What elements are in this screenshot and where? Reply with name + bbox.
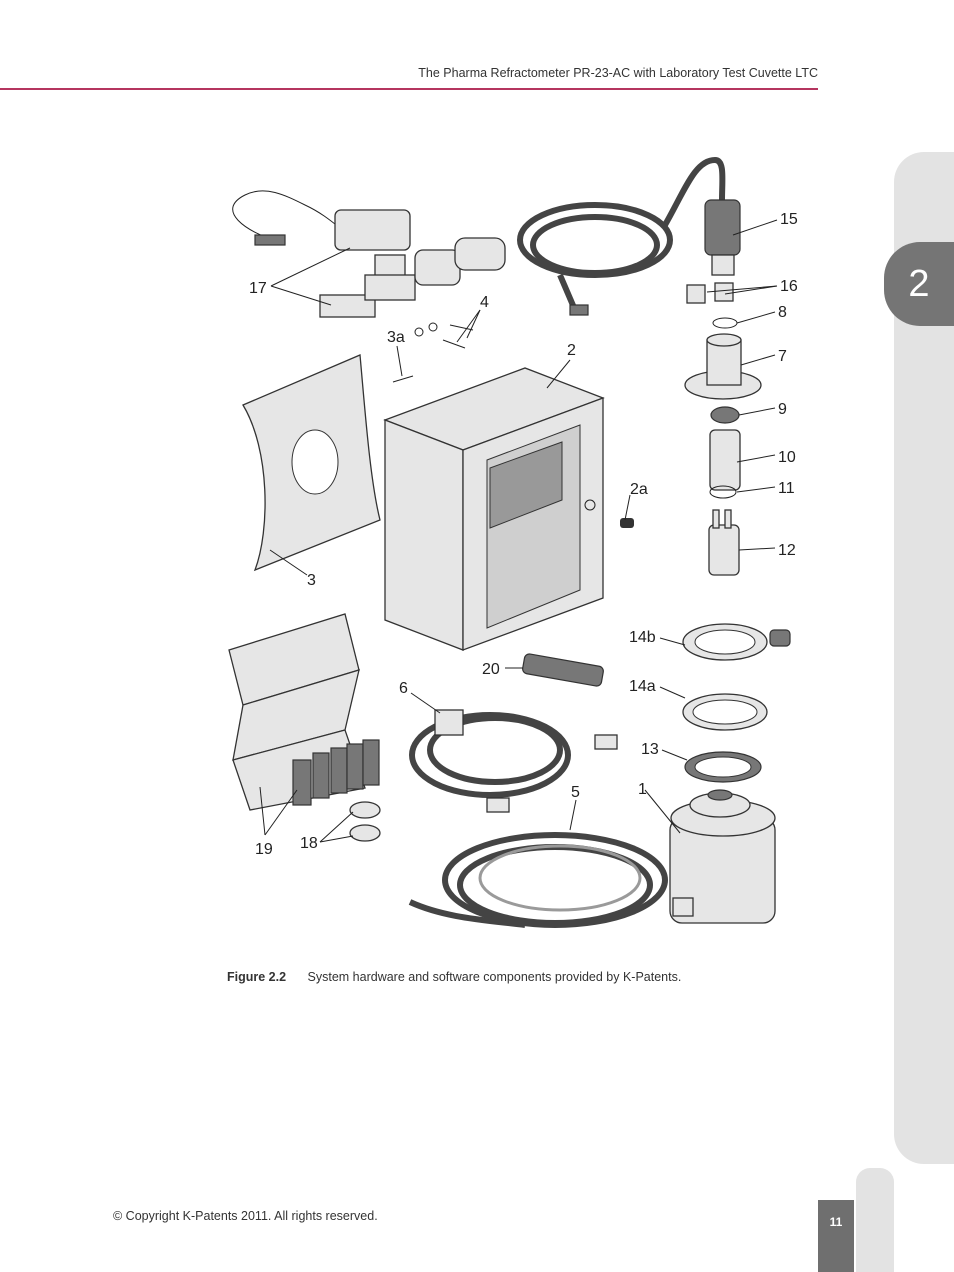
callout-12: 12 <box>778 542 796 559</box>
ethernet-cable-drawing <box>409 709 618 813</box>
callout-14b: 14b <box>629 629 656 646</box>
callout-4: 4 <box>480 294 489 311</box>
callout-3: 3 <box>307 572 316 589</box>
callout-8: 8 <box>778 304 787 321</box>
callout-13: 13 <box>641 741 659 758</box>
footer-copyright: © Copyright K-Patents 2011. All rights r… <box>113 1209 378 1223</box>
callout-10: 10 <box>778 449 796 466</box>
page-tab-decor <box>856 1168 894 1272</box>
callout-20: 20 <box>482 661 500 678</box>
callout-1: 1 <box>638 781 647 798</box>
callout-16: 16 <box>780 278 798 295</box>
flange-drawing <box>684 333 762 400</box>
callout-19: 19 <box>255 841 273 858</box>
sensor-cable-drawing <box>517 156 726 316</box>
figure-caption-text: System hardware and software components … <box>307 970 682 984</box>
callout-2a: 2a <box>630 481 648 498</box>
callout-2: 2 <box>567 342 576 359</box>
leader-lines <box>259 219 778 843</box>
page-number: 11 <box>818 1200 854 1272</box>
sensor-cable-5-drawing <box>408 832 668 928</box>
callout-11: 11 <box>778 480 795 497</box>
transmitter-drawing <box>383 367 605 651</box>
callout-18: 18 <box>300 835 318 852</box>
power-adapter-drawing <box>232 190 506 318</box>
components-illustration: 15 16 8 7 9 10 11 12 14b 14a 13 1 5 6 20… <box>228 156 798 928</box>
figure-label: Figure 2.2 <box>227 970 287 984</box>
sensor-head-drawing <box>704 199 741 256</box>
callout-3a: 3a <box>387 329 405 346</box>
callout-7: 7 <box>778 348 787 365</box>
chapter-tab[interactable]: 2 <box>884 242 954 326</box>
callout-15: 15 <box>780 211 798 228</box>
callout-5: 5 <box>571 784 580 801</box>
callout-14a: 14a <box>629 678 656 695</box>
figure-caption: Figure 2.2 System hardware and software … <box>227 970 681 984</box>
header-rule <box>0 88 818 90</box>
components-figure: 15 16 8 7 9 10 11 12 14b 14a 13 1 5 6 20… <box>225 150 798 960</box>
callout-6: 6 <box>399 680 408 697</box>
callout-9: 9 <box>778 401 787 418</box>
callout-17: 17 <box>249 280 267 297</box>
sensor-body-drawing <box>669 789 776 924</box>
header-title: The Pharma Refractometer PR-23-AC with L… <box>418 66 818 80</box>
